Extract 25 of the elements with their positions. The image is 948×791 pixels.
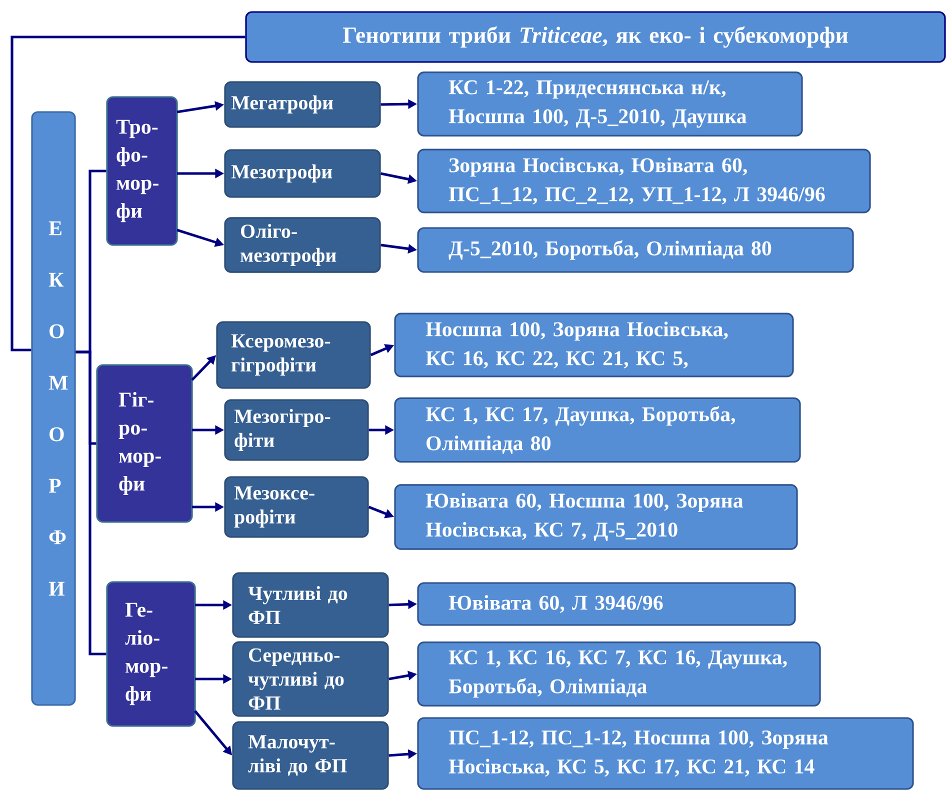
- subgroup-box: Мезогігро- фіти: [224, 399, 369, 461]
- group-box: Тро- фо- мор- фи: [106, 96, 178, 246]
- subgroup-box: Середньо- чутливі до ФП: [232, 641, 389, 717]
- subgroup-box: Малочут- ліві до ФП: [232, 721, 389, 790]
- variety-list-box: КС 1-22, Придеснянська н/к, Носшпа 100, Д-5_2010, Даушка: [417, 71, 803, 137]
- variety-list-box: Д-5_2010, Боротьба, Олімпіада 80: [417, 227, 854, 273]
- variety-list-box: ПС_1-12, ПС_1-12, Носшпа 100, Зоряна Носівська, КС 5, КС 17, КС 21, КС 14: [417, 717, 914, 790]
- connector-line: [10, 36, 246, 352]
- subgroup-box: Ксеромезо- гігрофіти: [216, 321, 371, 389]
- subgroup-box: Мезоксе- рофіти: [224, 476, 369, 538]
- variety-list-box: КС 1, КС 16, КС 7, КС 16, Даушка, Боротьба, Олімпіада: [417, 642, 821, 706]
- connector-line: [76, 350, 106, 656]
- subgroup-box: Мегатрофи: [224, 81, 381, 128]
- group-box: Гіг- ро- мор- фи: [96, 364, 193, 523]
- variety-list-box: Ювівата 60, Носшпа 100, Зоряна Носівська, КС 7, Д-5_2010: [394, 484, 798, 550]
- variety-list-box: КС 1, КС 17, Даушка, Боротьба, Олімпіада 80: [394, 397, 801, 463]
- group-box: Ге- ліо- мор- фи: [106, 581, 196, 727]
- subgroup-box: Оліго- мезотрофи: [224, 217, 381, 273]
- variety-list-box: Носшпа 100, Зоряна Носівська, КС 16, КС 22, КС 21, КС 5,: [394, 312, 794, 378]
- variety-list-box: Зоряна Носівська, Ювівата 60, ПС_1_12, ПС_2_12, УП_1-12, Л 3946/96: [417, 148, 871, 214]
- subgroup-box: Чутливі до ФП: [232, 572, 389, 638]
- subgroup-box: Мезотрофи: [224, 149, 381, 198]
- category-box: Е К О М О Р Ф И: [31, 111, 76, 706]
- title-box: Генотипи триби Triticeae, як еко- і субекоморфи: [245, 11, 946, 63]
- variety-list-box: Ювівата 60, Л 3946/96: [417, 582, 796, 626]
